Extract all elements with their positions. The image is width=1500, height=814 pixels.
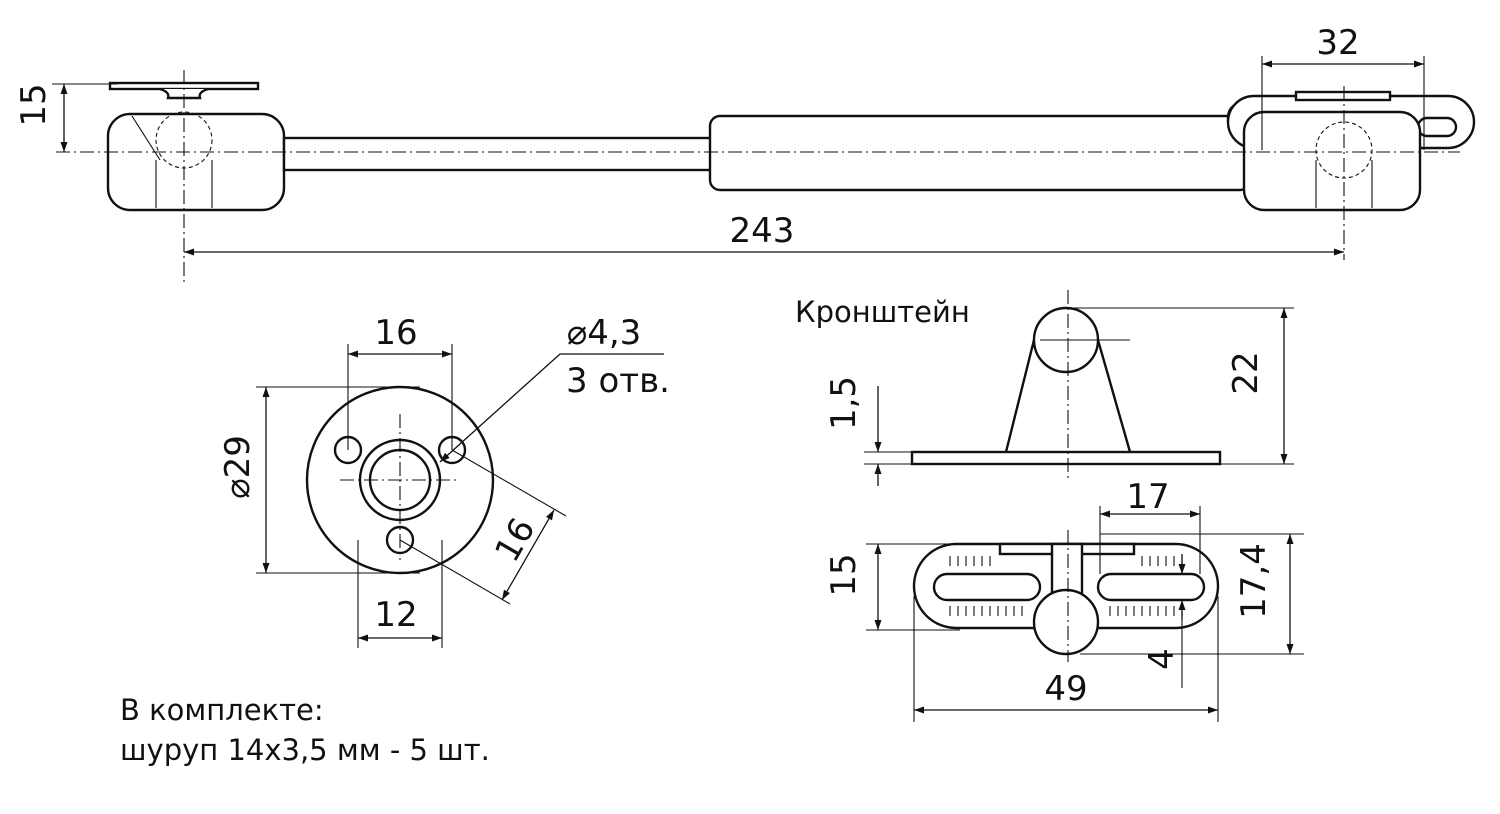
bracket-slot-left — [932, 572, 1042, 602]
holes-note: 3 отв. — [566, 361, 670, 401]
round-mount-plate: ⌀29 16 12 16 ⌀4,3 3 отв. — [218, 313, 670, 648]
dim-slot-width: 4 — [1142, 648, 1182, 670]
bracket-base-plate — [910, 450, 1222, 466]
dim-total-length: 243 — [730, 211, 795, 251]
dim-bracket-height: 22 — [1226, 351, 1266, 394]
dim-hole-spacing-bottom: 12 — [374, 595, 417, 635]
dim-hole-spacing-diag: 16 — [487, 511, 543, 568]
right-end-fitting — [1242, 110, 1422, 212]
bracket-side-view: 22 1,5 — [824, 290, 1294, 486]
dim-slot-offset: 17 — [1126, 477, 1169, 517]
dim-plate-thickness: 1,5 — [824, 376, 864, 430]
bracket-top-view: 17 15 17,4 4 49 — [824, 477, 1304, 722]
bracket-slot-right — [1096, 572, 1206, 602]
kit-contents: шуруп 14х3,5 мм - 5 шт. — [120, 733, 490, 767]
dim-hole-spacing-top: 16 — [374, 313, 417, 353]
dim-bracket-length: 49 — [1044, 669, 1087, 709]
dim-bracket-side-width: 15 — [824, 553, 864, 596]
cylinder — [708, 114, 1252, 192]
piston-rod — [282, 136, 716, 172]
dim-hole-diameter: ⌀4,3 — [567, 313, 642, 353]
bracket-title: Кронштейн — [795, 295, 970, 329]
bracket-ball-top — [1032, 588, 1100, 656]
dim-right-width: 32 — [1316, 23, 1359, 63]
left-end-fitting — [106, 112, 286, 212]
gas-spring-side-view: 15 32 243 — [14, 23, 1476, 286]
dim-bracket-depth: 17,4 — [1234, 543, 1274, 619]
kit-label: В комплекте: — [120, 693, 324, 727]
dim-end-height: 15 — [14, 83, 54, 126]
dim-plate-diameter: ⌀29 — [218, 435, 258, 499]
